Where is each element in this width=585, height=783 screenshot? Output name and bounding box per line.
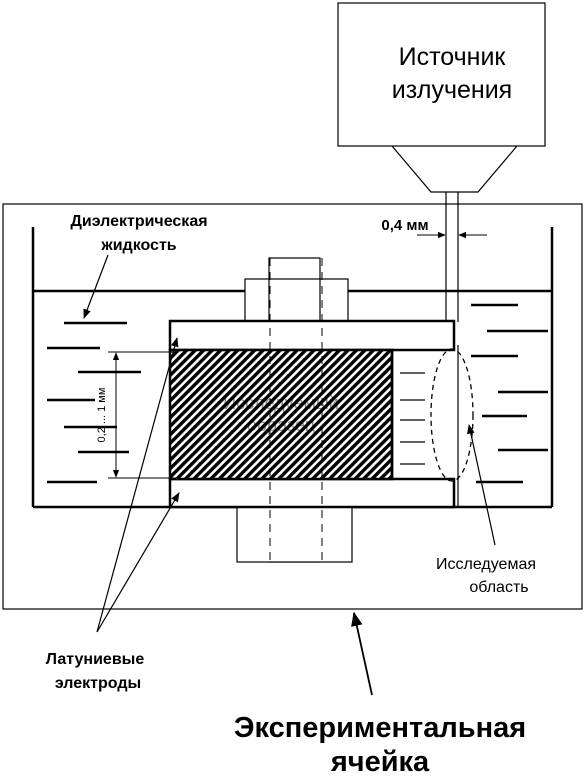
electrodes-label-line1: Латуниевые xyxy=(46,651,145,668)
source-label-line1: Источник xyxy=(399,43,507,71)
dielectric-liquid-pointer xyxy=(83,254,109,319)
investigated-region-label-line2: область xyxy=(469,579,528,596)
dielectric-liquid-label-line2: жидкость xyxy=(100,237,176,254)
beam-width-label: 0,4 мм xyxy=(381,217,428,234)
sample-label-line2: образец xyxy=(247,415,316,435)
gap-height-label: 0,2 ... 1 мм xyxy=(96,388,108,443)
experimental-cell-frame xyxy=(2,203,583,610)
electrodes-label-line2: электроды xyxy=(55,675,141,692)
experimental-cell-pointer xyxy=(351,611,373,696)
investigated-region-pointer xyxy=(467,424,496,546)
source-label-line2: излучения xyxy=(392,76,512,104)
experimental-cell-label-line1: Экспериментальная xyxy=(234,712,526,744)
radiation-source-box xyxy=(337,2,546,147)
lower-electrode xyxy=(168,477,456,509)
radiation-source-nozzle xyxy=(391,145,518,193)
experimental-cell-label-line2: ячейка xyxy=(330,746,430,778)
investigated-region-label-line1: Исследуемая xyxy=(436,556,536,573)
liquid-dashes-right xyxy=(471,303,548,484)
upper-electrode xyxy=(168,319,456,352)
dielectric-liquid-label-line1: Диэлектрическая xyxy=(70,213,207,230)
liquid-dashes-left xyxy=(47,321,141,484)
sample-block xyxy=(168,348,394,481)
gap-liquid-ticks xyxy=(400,372,425,465)
investigated-region-ellipse xyxy=(430,348,474,482)
sample-label-line1: Исследуемый xyxy=(223,393,339,413)
electrodes-pointer-lower xyxy=(96,492,180,633)
electrodes-pointer-upper xyxy=(96,337,179,633)
upper-clamp-nut xyxy=(244,278,349,322)
upper-clamp-bolt xyxy=(268,257,321,322)
